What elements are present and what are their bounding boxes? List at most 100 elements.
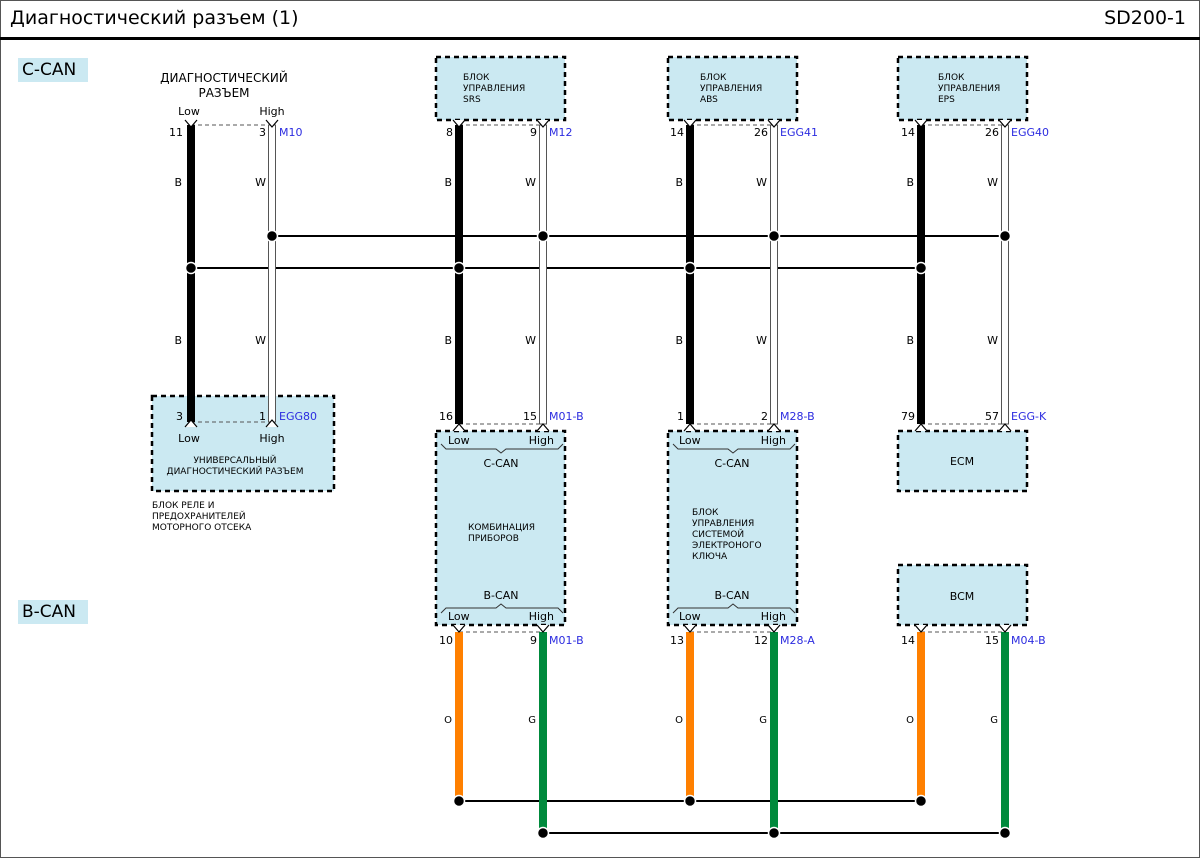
eps-unit-box[interactable] <box>896 55 1029 122</box>
bcm-box[interactable] <box>896 563 1029 627</box>
srs-line3: SRS <box>463 95 481 105</box>
svg-text:B: B <box>675 334 683 347</box>
pin-number: 15 <box>523 410 537 423</box>
splice-dot <box>683 261 697 275</box>
pin-number: 2 <box>761 410 768 423</box>
cluster-box[interactable] <box>434 429 567 627</box>
diag-title-2: РАЗЪЕМ <box>198 86 249 100</box>
connector-id[interactable]: EGG40 <box>1011 126 1049 139</box>
pin-number: 3 <box>259 126 266 139</box>
eps-line3: EPS <box>938 95 955 105</box>
wire-white-eps <box>1001 124 1009 425</box>
bcm-label: BCM <box>950 590 975 603</box>
pin-number: 14 <box>901 634 915 647</box>
smartkey-line5: КЛЮЧА <box>692 552 728 562</box>
svg-text:O: O <box>444 715 452 726</box>
splice-dot <box>452 261 466 275</box>
connector-id[interactable]: EGG-K <box>1011 410 1047 423</box>
svg-text:B: B <box>675 176 683 189</box>
c-can-label: C-CAN <box>483 457 518 470</box>
pin-number: 3 <box>176 410 183 423</box>
ecm-box[interactable] <box>896 429 1029 493</box>
connector-id[interactable]: M12 <box>549 126 573 139</box>
pin-number: 11 <box>169 126 183 139</box>
pin-chevron-icon <box>683 119 697 128</box>
c-can-brace-cluster <box>440 443 564 454</box>
svg-text:W: W <box>255 176 266 189</box>
pin-number: 57 <box>985 410 999 423</box>
connector-id[interactable]: M01-B <box>549 634 584 647</box>
svg-text:G: G <box>990 715 998 726</box>
cluster-line2: ПРИБОРОВ <box>468 534 519 544</box>
wire-green-smartkey <box>770 632 778 833</box>
abs-unit-box[interactable] <box>666 55 799 122</box>
connector-id[interactable]: EGG41 <box>780 126 818 139</box>
smartkey-line1: БЛОК <box>692 508 719 518</box>
universal-diag-connector-box[interactable] <box>150 394 336 493</box>
pin-chevron-icon <box>998 119 1012 128</box>
srs-unit-box[interactable] <box>434 55 567 122</box>
wire-orange-smartkey <box>686 632 694 801</box>
splice-dot <box>914 261 928 275</box>
location-3: МОТОРНОГО ОТСЕКА <box>152 523 252 533</box>
svg-text:W: W <box>255 334 266 347</box>
smartkey-line4: ЭЛЕКТРОНОГО <box>692 541 762 551</box>
pin-number: 10 <box>439 634 453 647</box>
pin-chevron-icon <box>536 423 550 432</box>
diag-name-2: ДИАГНОСТИЧЕСКИЙ РАЗЪЕМ <box>167 465 304 477</box>
wire-white-srs <box>539 124 547 425</box>
svg-text:W: W <box>987 334 998 347</box>
high-label: High <box>259 432 284 445</box>
header: Диагностический разъем (1) SD200-1 <box>0 0 1200 40</box>
high-label: High <box>761 610 786 623</box>
eps-line1: БЛОК <box>938 73 965 83</box>
svg-text:B: B <box>444 176 452 189</box>
connector-id[interactable]: M28-B <box>780 410 815 423</box>
splice-dot <box>683 794 697 808</box>
c-can-label: C-CAN <box>714 457 749 470</box>
low-label: Low <box>448 610 470 623</box>
connector-id[interactable]: EGG80 <box>279 410 317 423</box>
smartkey-box[interactable] <box>666 429 799 627</box>
pin-chevron-icon <box>184 419 198 428</box>
pin-number: 8 <box>446 126 453 139</box>
splice-dot <box>914 794 928 808</box>
high-label: High <box>529 434 554 447</box>
splice-dot <box>536 826 550 840</box>
pin-number: 16 <box>439 410 453 423</box>
b-can-brace-smartkey <box>672 603 796 614</box>
pin-chevron-icon <box>536 119 550 128</box>
pin-number: 79 <box>901 410 915 423</box>
pin-number: 14 <box>670 126 684 139</box>
connector-id[interactable]: M01-B <box>549 410 584 423</box>
smartkey-line2: УПРАВЛЕНИЯ <box>692 519 754 529</box>
wire-green-cluster <box>539 632 547 833</box>
ecm-label: ECM <box>950 455 974 468</box>
connector-id[interactable]: M04-B <box>1011 634 1046 647</box>
eps-line2: УПРАВЛЕНИЯ <box>938 84 1000 94</box>
low-label: Low <box>178 432 200 445</box>
pin-chevron-icon <box>452 624 466 633</box>
svg-text:B: B <box>906 334 914 347</box>
splice-dot <box>452 794 466 808</box>
smartkey-line3: СИСТЕМОЙ <box>692 528 744 540</box>
splice-dot <box>536 229 550 243</box>
svg-text:W: W <box>525 176 536 189</box>
connector-id[interactable]: M28-A <box>780 634 815 647</box>
svg-text:B: B <box>906 176 914 189</box>
pin-number: 13 <box>670 634 684 647</box>
svg-text:O: O <box>906 715 914 726</box>
pin-chevron-icon <box>998 423 1012 432</box>
pin-number: 9 <box>530 126 537 139</box>
wire-black-eps <box>917 125 925 424</box>
b-can-label: B-CAN <box>484 589 519 602</box>
svg-text:W: W <box>525 334 536 347</box>
high-label: High <box>259 105 284 118</box>
pin-chevron-icon <box>998 624 1012 633</box>
srs-line2: УПРАВЛЕНИЯ <box>463 84 525 94</box>
pin-chevron-icon <box>265 119 279 128</box>
splice-dot <box>767 826 781 840</box>
pin-chevron-icon <box>184 119 198 128</box>
connector-id[interactable]: M10 <box>279 126 303 139</box>
